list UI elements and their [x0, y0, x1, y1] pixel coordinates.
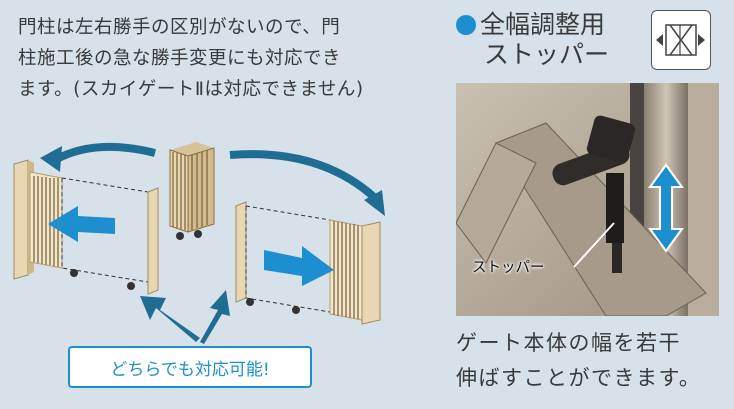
expand-width-icon: [651, 10, 711, 70]
pointer-arrow-right: [200, 290, 230, 344]
left-gate-set: [13, 159, 159, 295]
curved-arrow-right: [229, 150, 378, 201]
description-line-2: 柱施工後の急な勝手変更にも対応でき: [18, 48, 342, 69]
bullet-dot-icon: [456, 15, 476, 35]
caption-line-1: ゲート本体の幅を若干: [456, 331, 681, 355]
stopper-photo: [456, 83, 719, 316]
description-line-1: 門柱は左右勝手の区別がないので、門: [18, 17, 341, 38]
curved-arrow-left: [53, 142, 156, 164]
pointer-arrow-left: [140, 296, 200, 342]
caption-text: ゲート本体の幅を若干 伸ばすことができます。: [456, 326, 726, 396]
caption-line-2: 伸ばすことができます。: [456, 366, 702, 390]
vertical-adjust-arrow: [648, 163, 684, 253]
label-leader-line: [573, 222, 615, 268]
right-move-arrow: [264, 246, 334, 286]
stopper-title-line-1: 全幅調整用: [480, 10, 606, 39]
stopper-title-line-2: ストッパー: [484, 40, 610, 69]
left-move-arrow: [48, 206, 115, 242]
gate-illustration: [13, 142, 385, 344]
center-folded-gate: [169, 142, 215, 240]
description-line-3: ます。(スカイゲートⅡは対応できません): [18, 79, 364, 100]
right-gate-set: [235, 201, 381, 325]
callout-text: どちらでも対応可能!: [110, 359, 270, 380]
description-text: 門柱は左右勝手の区別がないので、門 柱施工後の急な勝手変更にも対応でき ます。(…: [18, 12, 398, 105]
stopper-title: 全幅調整用 ストッパー: [456, 10, 609, 70]
callout-box: どちらでも対応可能!: [68, 346, 312, 388]
curved-arrow-right-head: [364, 190, 385, 216]
curved-arrow-left-head: [40, 146, 62, 172]
stopper-photo-label: ストッパー: [472, 260, 545, 276]
